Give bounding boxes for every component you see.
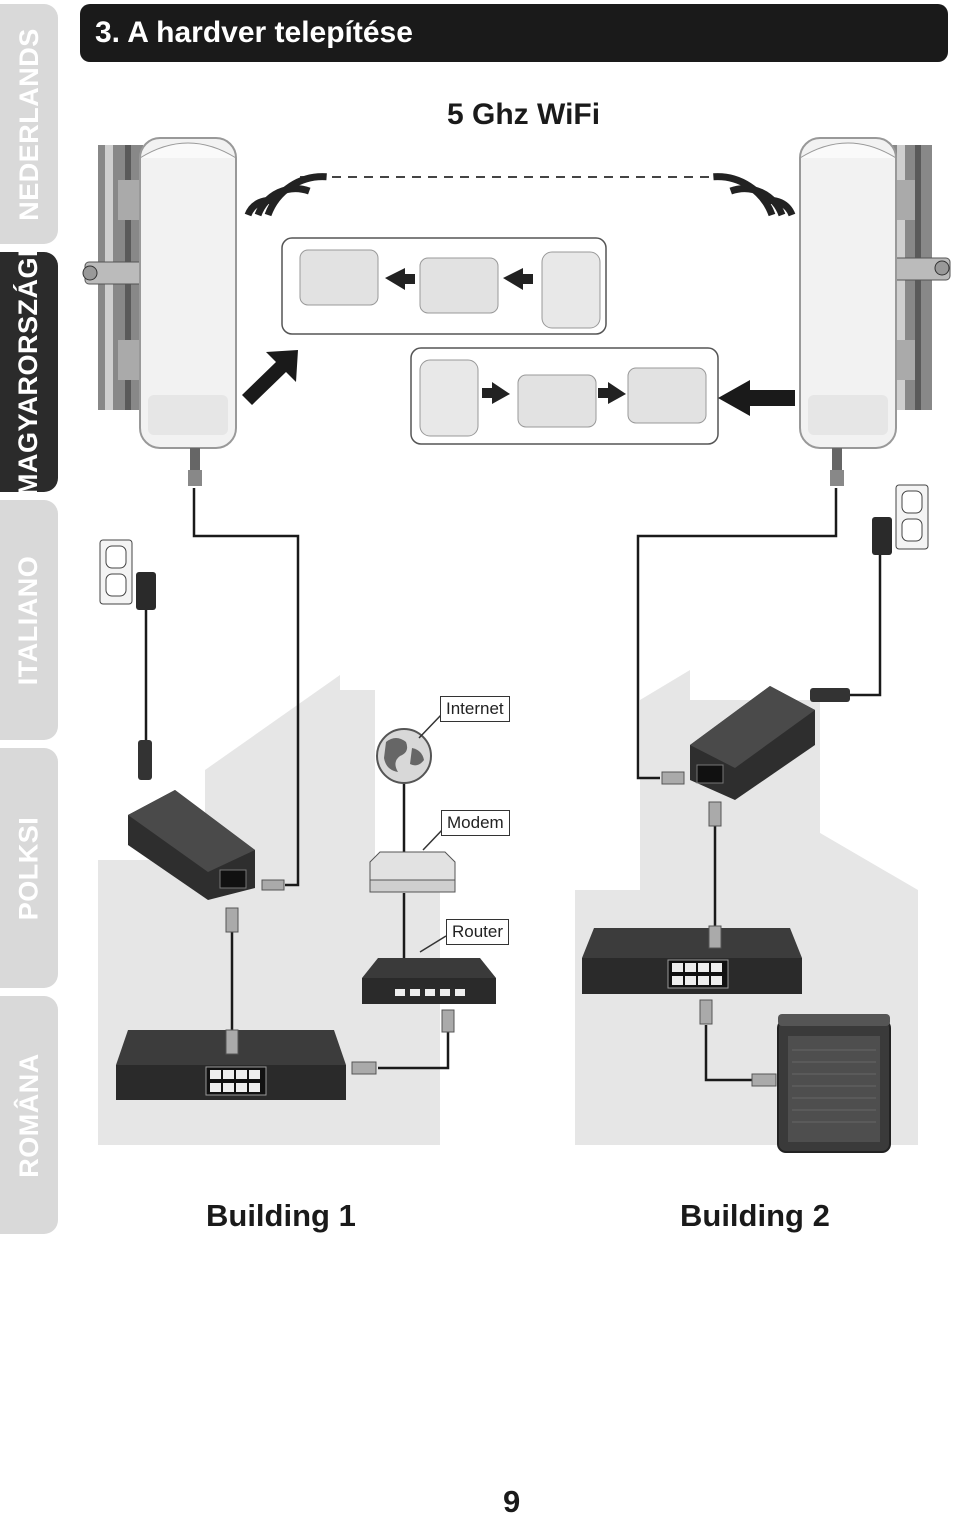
building-2-label: Building 2 <box>680 1198 830 1233</box>
poe-injector-building-1 <box>128 790 255 900</box>
router-device <box>362 958 496 1004</box>
section-header: 3. A hardver telepítése <box>80 4 948 62</box>
modem-device <box>369 851 456 893</box>
side-tab-nederlands[interactable]: NEDERLANDS <box>0 4 58 244</box>
access-point-left <box>139 137 237 486</box>
left-pole <box>82 145 156 410</box>
section-title: 3. A hardver telepítése <box>95 16 413 49</box>
computer-tower <box>777 1014 891 1153</box>
arrow-right-icon <box>385 268 415 290</box>
arrow-right-icon <box>503 268 533 290</box>
side-tab-polksi[interactable]: POLKSI <box>0 748 58 988</box>
building-1-label: Building 1 <box>206 1198 356 1233</box>
router-callout: Router <box>446 919 510 945</box>
cables-building-1 <box>144 488 450 1070</box>
arrow-left-icon <box>598 382 626 404</box>
dc-plug-right <box>810 688 850 702</box>
cover-removal-steps-panel <box>281 237 607 335</box>
power-outlet-left-icon <box>99 539 156 610</box>
cables-building-2 <box>636 488 882 1082</box>
arrow-left-icon <box>718 380 795 416</box>
side-tab-magyarorszagi[interactable]: MAGYARORSZÁGI <box>0 248 58 496</box>
side-tab-romana[interactable]: ROMÂNA <box>0 996 58 1234</box>
access-point-right <box>799 137 897 486</box>
arrow-up-right-icon <box>242 350 298 405</box>
dc-plug-left <box>138 740 152 780</box>
arrow-left-icon <box>482 382 510 404</box>
wifi-signal-left-icon <box>244 173 327 217</box>
wifi-signal-right-icon <box>713 173 796 217</box>
power-outlet-right-icon <box>872 484 929 555</box>
internet-globe-icon <box>376 728 432 784</box>
internet-callout: Internet <box>440 696 510 722</box>
side-tab-italiano[interactable]: ITALIANO <box>0 500 58 740</box>
page-number: 9 <box>503 1484 521 1519</box>
modem-callout: Modem <box>441 810 510 836</box>
switch-building-2 <box>582 928 802 994</box>
wifi-link-label: 5 Ghz WiFi <box>447 98 601 131</box>
ethernet-plugs <box>225 771 777 1087</box>
cover-attach-steps-panel <box>410 347 719 445</box>
poe-injector-building-2 <box>690 686 815 800</box>
